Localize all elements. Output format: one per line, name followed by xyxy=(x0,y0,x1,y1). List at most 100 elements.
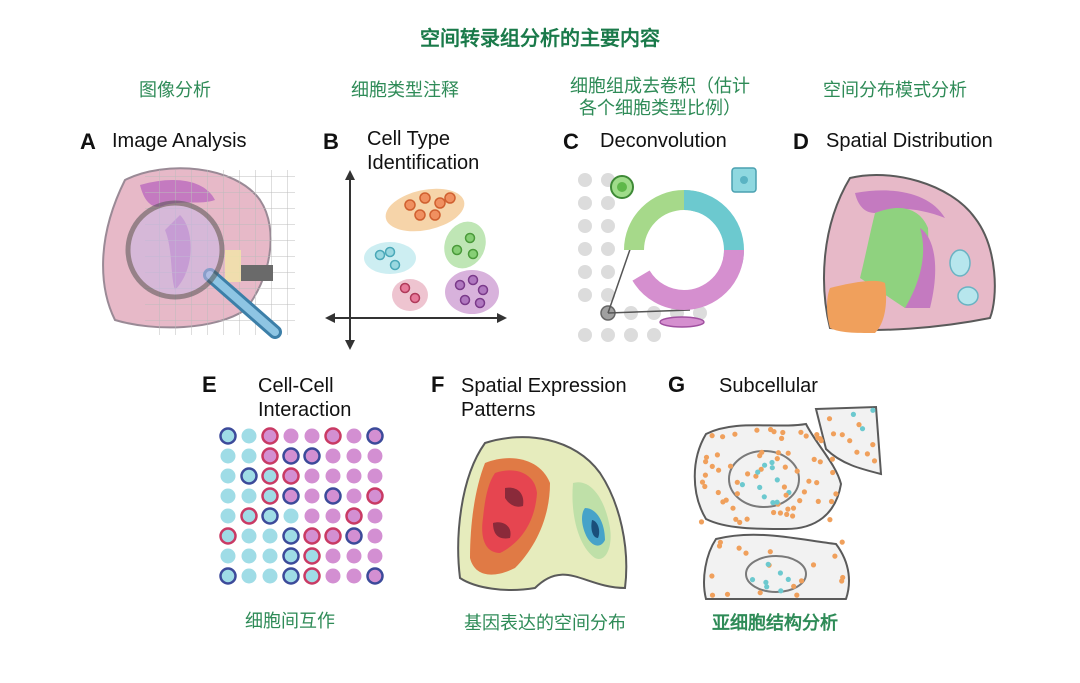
transcript-dot xyxy=(833,491,839,497)
transcript-dot xyxy=(709,573,715,579)
transcript-dot xyxy=(815,498,821,504)
grid-cell xyxy=(261,427,279,445)
grid-cell xyxy=(283,508,299,524)
transcript-dot xyxy=(739,482,745,488)
grid-cell xyxy=(220,548,236,564)
grid-cell xyxy=(282,567,300,585)
grid-cell xyxy=(303,447,321,465)
spatial-expression-illustration xyxy=(457,436,628,591)
transcript-dot xyxy=(730,505,736,511)
transcript-dot xyxy=(864,451,870,457)
panel-label-spatial-expression: Spatial Expression Patterns xyxy=(461,375,627,421)
transcript-dot xyxy=(839,432,845,438)
grid-cell xyxy=(241,488,257,504)
transcript-dot xyxy=(847,438,853,444)
grid-cell xyxy=(261,447,279,465)
grid-cell xyxy=(282,547,300,565)
panel-letter-c: C xyxy=(563,129,579,154)
grid-cell xyxy=(366,427,384,445)
transcript-dot xyxy=(757,590,763,596)
grid-cell xyxy=(367,468,383,484)
subcellular-illustration xyxy=(693,405,883,600)
grid-cell xyxy=(304,508,320,524)
transcript-dot xyxy=(717,539,723,545)
grid-cell xyxy=(303,527,321,545)
panel-label-subcellular: Subcellular xyxy=(719,375,818,397)
grid-cell xyxy=(324,427,342,445)
grid-cell xyxy=(325,508,341,524)
transcript-dot xyxy=(703,459,709,465)
transcript-dot xyxy=(720,434,726,440)
transcript-dot xyxy=(785,450,791,456)
transcript-dot xyxy=(765,561,771,567)
deconvolution-illustration xyxy=(578,167,757,342)
grid-cell xyxy=(303,567,321,585)
spatial-distribution-illustration xyxy=(823,174,996,333)
grid-cell xyxy=(367,508,383,524)
transcript-dot xyxy=(774,456,780,462)
grid-cell xyxy=(220,448,236,464)
grid-cell xyxy=(282,447,300,465)
grid-cell xyxy=(346,468,362,484)
grid-cell xyxy=(282,467,300,485)
cell-type-illustration xyxy=(325,170,507,350)
grid-cell xyxy=(324,487,342,505)
transcript-dot xyxy=(798,578,805,584)
transcript-dot xyxy=(709,463,715,469)
grid-cell xyxy=(346,568,362,584)
transcript-dot xyxy=(811,456,817,462)
grid-cell xyxy=(346,488,362,504)
grid-cell xyxy=(219,427,237,445)
grid-cell xyxy=(240,467,258,485)
grid-cell xyxy=(345,527,363,545)
transcript-dot xyxy=(814,480,820,486)
transcript-dot xyxy=(859,426,866,432)
transcript-dot xyxy=(783,492,789,498)
transcript-dot xyxy=(761,494,767,500)
caption-subcellular: 亚细胞结构分析 xyxy=(712,613,838,634)
transcript-dot xyxy=(818,438,824,444)
transcript-dot xyxy=(830,469,836,476)
panel-letter-a: A xyxy=(80,129,96,154)
transcript-dot xyxy=(777,570,783,576)
transcript-dot xyxy=(755,469,761,475)
transcript-dot xyxy=(827,517,833,523)
grid-cell xyxy=(262,528,278,544)
transcript-dot xyxy=(775,450,781,456)
transcript-dot xyxy=(780,429,786,436)
grid-cell xyxy=(325,568,341,584)
cell-cell-grid xyxy=(219,427,384,585)
transcript-dot xyxy=(702,472,708,478)
transcript-dot xyxy=(856,422,862,428)
transcript-dot xyxy=(774,499,780,505)
transcript-dot xyxy=(702,483,708,490)
transcript-dot xyxy=(733,516,739,522)
grid-cell xyxy=(241,548,257,564)
transcript-dot xyxy=(771,429,777,435)
transcript-dot xyxy=(757,453,763,459)
transcript-dot xyxy=(839,578,845,584)
caption-spatial-distribution: 空间分布模式分析 xyxy=(823,80,967,101)
grid-cell xyxy=(241,428,257,444)
transcript-dot xyxy=(832,553,838,559)
grid-cell xyxy=(261,507,279,525)
transcript-dot xyxy=(830,431,837,437)
transcript-dot xyxy=(797,498,803,504)
transcript-dot xyxy=(732,431,738,437)
transcript-dot xyxy=(785,506,791,512)
transcript-dot xyxy=(777,510,783,516)
transcript-dot xyxy=(757,484,763,490)
transcript-dot xyxy=(734,479,740,485)
transcript-dot xyxy=(803,433,809,439)
transcript-dot xyxy=(758,466,764,472)
transcript-dot xyxy=(854,449,860,455)
grid-cell xyxy=(324,527,342,545)
grid-cell xyxy=(367,448,383,464)
grid-cell xyxy=(346,448,362,464)
grid-cell xyxy=(367,548,383,564)
panel-label-cell-type: Cell Type Identification xyxy=(367,128,480,174)
transcript-dot xyxy=(769,459,775,466)
transcript-dot xyxy=(734,491,740,497)
transcript-dot xyxy=(794,468,800,474)
panel-letter-b: B xyxy=(323,129,339,154)
